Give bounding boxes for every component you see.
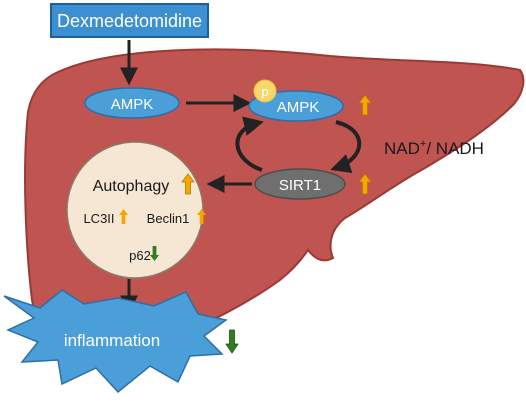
down-arrow-icon <box>225 329 239 354</box>
sirt1-node <box>254 168 346 200</box>
liver-shape <box>24 48 525 362</box>
ampk-inactive-node <box>84 87 180 119</box>
autophagy-circle <box>66 141 204 279</box>
up-arrow-icon <box>358 173 372 195</box>
ampk-inactive-label: AMPK <box>111 96 154 113</box>
inflammation-label: inflammation <box>64 331 160 350</box>
lc3ii-label: LC3II <box>83 211 114 226</box>
nad-nadh-label: NAD+/ NADH <box>384 138 484 158</box>
ampk-active-label: AMPK <box>277 99 320 116</box>
cycle-arrow-left <box>235 116 264 172</box>
phospho-circle <box>253 79 277 103</box>
beclin1-label: Beclin1 <box>147 211 190 226</box>
autophagy-title: Autophagy <box>93 178 170 195</box>
up-arrow-icon <box>119 209 128 224</box>
nad-tail: / NADH <box>426 139 484 158</box>
up-arrow-icon <box>181 173 195 195</box>
phospho-label: p <box>261 84 268 99</box>
nad-text: NAD <box>384 139 420 158</box>
dexmedetomidine-box <box>50 3 209 38</box>
nad-sup: + <box>420 138 426 150</box>
up-arrow-icon <box>197 209 206 224</box>
p62-label: p62 <box>129 248 151 263</box>
cycle-arrow-right <box>330 120 362 174</box>
inflammation-burst <box>3 289 228 394</box>
sirt1-label: SIRT1 <box>279 177 321 194</box>
up-arrow-icon <box>358 94 372 116</box>
down-arrow-icon <box>150 246 159 261</box>
dexmedetomidine-label: Dexmedetomidine <box>57 11 202 31</box>
